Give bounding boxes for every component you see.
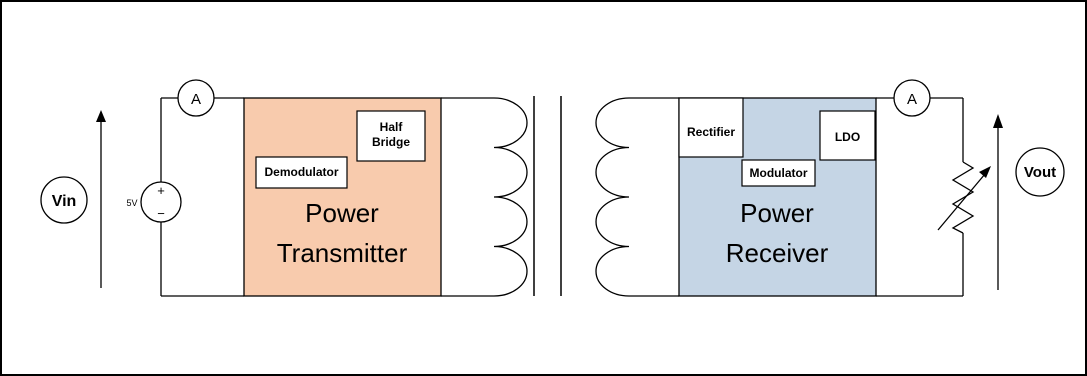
rectifier-label: Rectifier: [687, 125, 735, 139]
vout-arrow: [993, 114, 1003, 290]
transmitter-title-line2: Transmitter: [277, 238, 408, 268]
vin-arrow: [96, 110, 106, 288]
half-bridge-label-line1: Half: [380, 120, 404, 134]
modulator-box: Modulator: [741, 159, 816, 187]
transmitter-coil: [441, 97, 528, 297]
voltage-source: + − 5V: [126, 181, 182, 223]
source-plus: +: [157, 183, 165, 198]
receiver-title-line2: Receiver: [726, 238, 829, 268]
vout-text: Vout: [1024, 164, 1056, 181]
modulator-label: Modulator: [750, 166, 808, 180]
receiver-title-line1: Power: [740, 198, 814, 228]
output-ammeter: A: [893, 79, 931, 117]
source-voltage: 5V: [126, 198, 137, 208]
output-wiring: [876, 97, 964, 297]
source-minus: −: [157, 206, 165, 221]
receiver-coil: [595, 97, 679, 297]
rectifier-box: Rectifier: [678, 97, 744, 158]
vin-text: Vin: [52, 193, 77, 210]
half-bridge-box: Half Bridge: [356, 110, 426, 162]
ldo-box: LDO: [819, 110, 876, 161]
vout-label: Vout: [1015, 147, 1065, 197]
ldo-label: LDO: [835, 130, 860, 144]
transmitter-title-line1: Power: [305, 198, 379, 228]
variable-resistor: [937, 161, 991, 234]
demodulator-box: Demodulator: [255, 156, 348, 189]
input-ammeter-label: A: [191, 91, 201, 108]
half-bridge-label-line2: Bridge: [372, 135, 410, 149]
input-ammeter: A: [177, 79, 215, 117]
vin-label: Vin: [40, 176, 88, 224]
demodulator-label: Demodulator: [264, 165, 338, 179]
input-wiring: [160, 97, 244, 297]
output-ammeter-label: A: [907, 91, 917, 108]
